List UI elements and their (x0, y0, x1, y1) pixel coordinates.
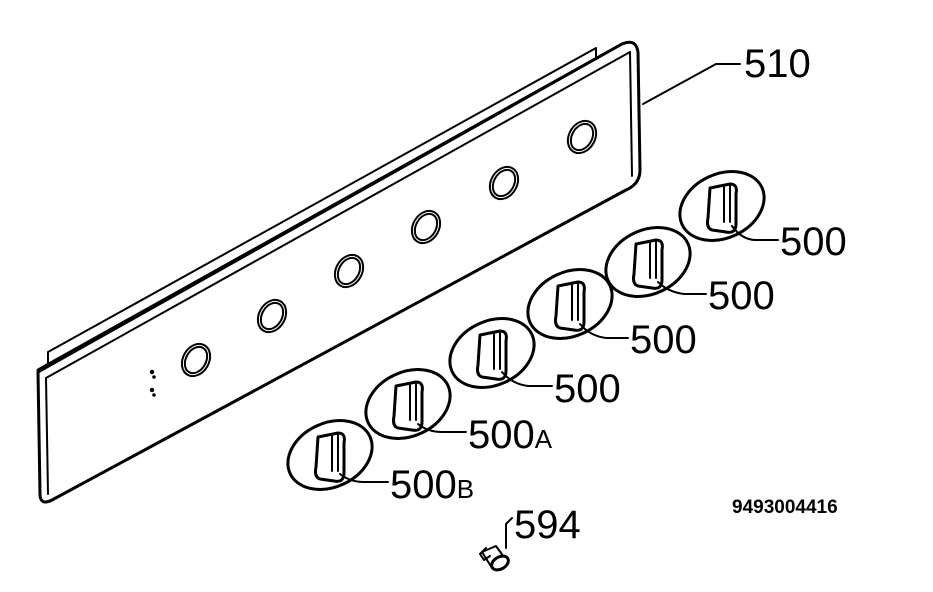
label-500-5: 500 (708, 274, 775, 318)
label-500a-main: 500 (468, 413, 535, 457)
label-500-4: 500 (630, 318, 697, 362)
label-594: 594 (514, 503, 581, 547)
control-panel (36, 40, 642, 504)
label-510: 510 (744, 42, 811, 86)
label-500b-suffix: B (457, 474, 474, 504)
knob-500-4 (526, 268, 614, 340)
knob-500a (364, 368, 452, 440)
knob-500-3 (448, 317, 536, 389)
label-500a: 500A (468, 413, 553, 457)
knobs (286, 170, 766, 491)
knob-500-5 (604, 226, 692, 298)
knob-500-6 (678, 170, 766, 242)
screw-594 (479, 545, 510, 572)
indicator-lamps (149, 369, 156, 397)
label-500-6: 500 (780, 220, 847, 264)
knob-leaders (339, 225, 779, 483)
document-number: 9493004416 (732, 497, 838, 518)
knob-500b (286, 419, 374, 491)
leader-510 (642, 63, 741, 105)
panel-holes (180, 119, 598, 378)
label-500-3: 500 (554, 367, 621, 411)
label-500b-main: 500 (390, 463, 457, 507)
label-500a-suffix: A (535, 424, 553, 454)
label-500b: 500B (390, 463, 474, 507)
leader-594 (505, 517, 513, 549)
